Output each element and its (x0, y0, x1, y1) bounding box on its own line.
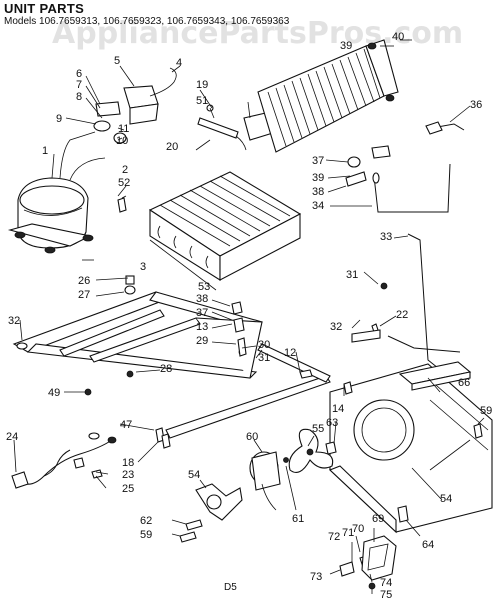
callout-37: 34 (312, 200, 324, 212)
evaporator[interactable] (148, 171, 302, 281)
callout-10: 10 (116, 135, 128, 147)
callout-59b: 59 (480, 405, 492, 417)
base-frame[interactable] (12, 291, 331, 439)
callout-14: 14 (332, 403, 344, 415)
callout-5: 5 (114, 55, 120, 67)
callout-30: 29 (196, 335, 208, 347)
callout-39: 36 (470, 99, 482, 111)
callout-47: 40 (392, 31, 404, 43)
callout-12: 12 (284, 347, 296, 359)
callout-1: 1 (42, 145, 48, 157)
callout-33: 31 (346, 269, 358, 281)
callout-18: 18 (122, 457, 134, 469)
callout-28: 27 (78, 289, 90, 301)
callout-73: 73 (310, 571, 322, 583)
relay-overload-assembly[interactable] (93, 67, 177, 144)
callout-34: 32 (330, 321, 342, 333)
callout-46: 39 (340, 40, 352, 52)
page-code: D5 (224, 582, 237, 593)
callout-35: 32 (8, 315, 20, 327)
compressor[interactable] (7, 131, 106, 254)
model-numbers: Models 106.7659313, 106.7659323, 106.765… (4, 16, 290, 27)
callout-63: 63 (326, 417, 338, 429)
callout-4: 4 (176, 57, 182, 69)
callout-41: 38 (196, 293, 208, 305)
fan-blade[interactable] (288, 428, 334, 473)
callout-49: 47 (120, 419, 132, 431)
callout-60: 60 (246, 431, 258, 443)
callout-23: 23 (122, 469, 134, 481)
callout-75: 75 (380, 589, 392, 600)
callout-70: 70 (352, 523, 364, 535)
callout-13: 13 (196, 321, 208, 333)
page-title: UNIT PARTS (4, 1, 85, 16)
callout-52: 51 (196, 95, 208, 107)
callout-71: 71 (342, 527, 354, 539)
fan-shroud[interactable] (328, 363, 493, 534)
callout-24: 24 (6, 431, 18, 443)
callout-26: 25 (122, 483, 134, 495)
callout-36: 33 (380, 231, 392, 243)
callout-20: 20 (166, 141, 178, 153)
capillary-tubes[interactable] (372, 121, 465, 369)
callout-3: 3 (140, 261, 146, 273)
small-fittings[interactable] (345, 145, 391, 290)
callout-43: 37 (312, 155, 324, 167)
callout-9: 9 (56, 113, 62, 125)
junction-box[interactable] (361, 535, 397, 581)
callout-69: 69 (372, 513, 384, 525)
callout-55: 54 (440, 493, 452, 505)
power-cord[interactable] (11, 432, 117, 489)
callout-61: 61 (292, 513, 304, 525)
callout-32: 31 (258, 352, 270, 364)
callout-59: 59 (140, 529, 152, 541)
callout-labels: 5 4 6 7 8 9 11 10 1 2 52 19 51 20 40 39 … (6, 31, 492, 600)
callout-6: 6 (76, 68, 82, 80)
callout-11: 11 (118, 123, 129, 135)
callout-44: 38 (312, 186, 324, 198)
callout-22: 22 (396, 309, 408, 321)
callout-2: 2 (122, 164, 128, 176)
leader-lines (13, 39, 485, 594)
callout-57: 55 (312, 423, 324, 435)
callout-72: 72 (328, 531, 340, 543)
callout-29: 28 (160, 363, 172, 375)
callout-42: 37 (196, 307, 208, 319)
callout-27: 26 (78, 275, 90, 287)
callout-64: 64 (422, 539, 434, 551)
callout-45: 39 (312, 172, 324, 184)
callout-31: 30 (258, 339, 270, 351)
callout-56: 54 (188, 469, 200, 481)
condenser[interactable] (257, 39, 399, 153)
callout-74: 74 (380, 577, 392, 589)
callout-7: 7 (76, 79, 82, 91)
callout-8: 8 (76, 91, 82, 103)
callout-19: 19 (196, 79, 208, 91)
fan-motor[interactable] (249, 451, 289, 511)
callout-66: 66 (458, 377, 470, 389)
callout-62: 62 (140, 515, 152, 527)
callout-51: 49 (48, 387, 60, 399)
motor-bracket[interactable] (195, 483, 243, 521)
bracket[interactable] (398, 361, 472, 391)
callout-54: 53 (198, 281, 210, 293)
callout-53: 52 (118, 177, 130, 189)
